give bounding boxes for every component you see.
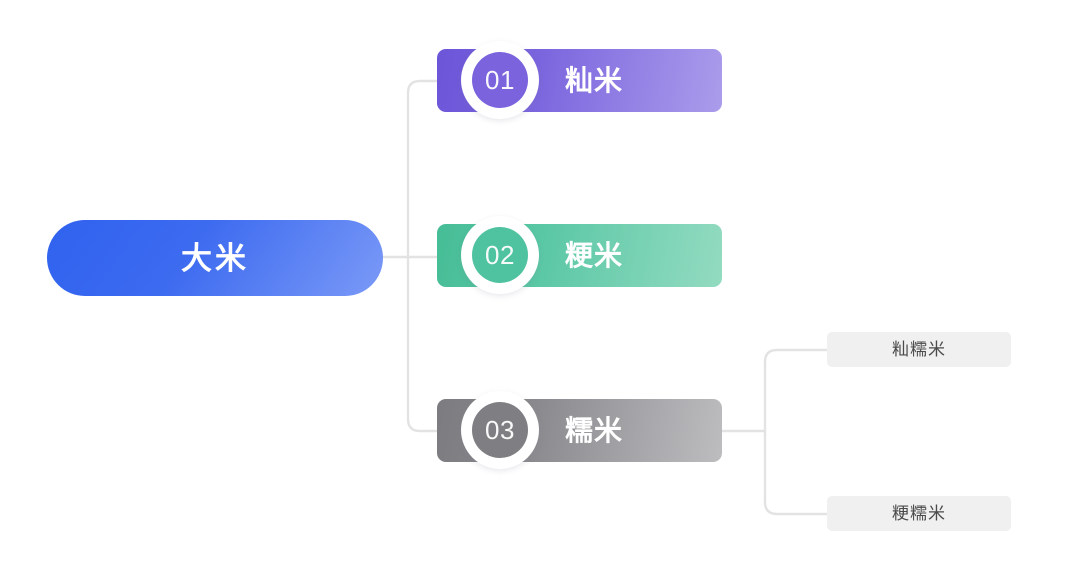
branch-badge-03: 03 [461, 391, 539, 469]
branch-badge-01: 01 [461, 41, 539, 119]
root-node-label: 大米 [181, 240, 249, 276]
connector-branch-01 [406, 79, 439, 259]
connector-leaf-01 [763, 348, 829, 433]
branch-badge-03-number: 03 [485, 415, 515, 445]
leaf-node-2[interactable]: 粳糯米 [827, 496, 1011, 531]
root-node[interactable]: 大米 [47, 220, 383, 296]
leaf-node-2-label: 粳糯米 [892, 504, 946, 523]
branch-node-02-label: 粳米 [565, 239, 624, 271]
leaf-node-1-label: 籼糯米 [892, 340, 946, 359]
branch-node-03-label: 糯米 [565, 414, 624, 446]
branch-badge-02-disc: 02 [472, 227, 528, 283]
branch-badge-01-disc: 01 [472, 52, 528, 108]
branch-badge-01-number: 01 [485, 65, 515, 95]
connector-branch-03 [406, 255, 439, 433]
leaf-node-1[interactable]: 籼糯米 [827, 332, 1011, 367]
branch-badge-03-disc: 03 [472, 402, 528, 458]
branch-badge-02: 02 [461, 216, 539, 294]
connector-leaf-02 [763, 429, 829, 516]
branch-badge-02-number: 02 [485, 240, 515, 270]
branch-node-01-label: 籼米 [565, 64, 624, 96]
